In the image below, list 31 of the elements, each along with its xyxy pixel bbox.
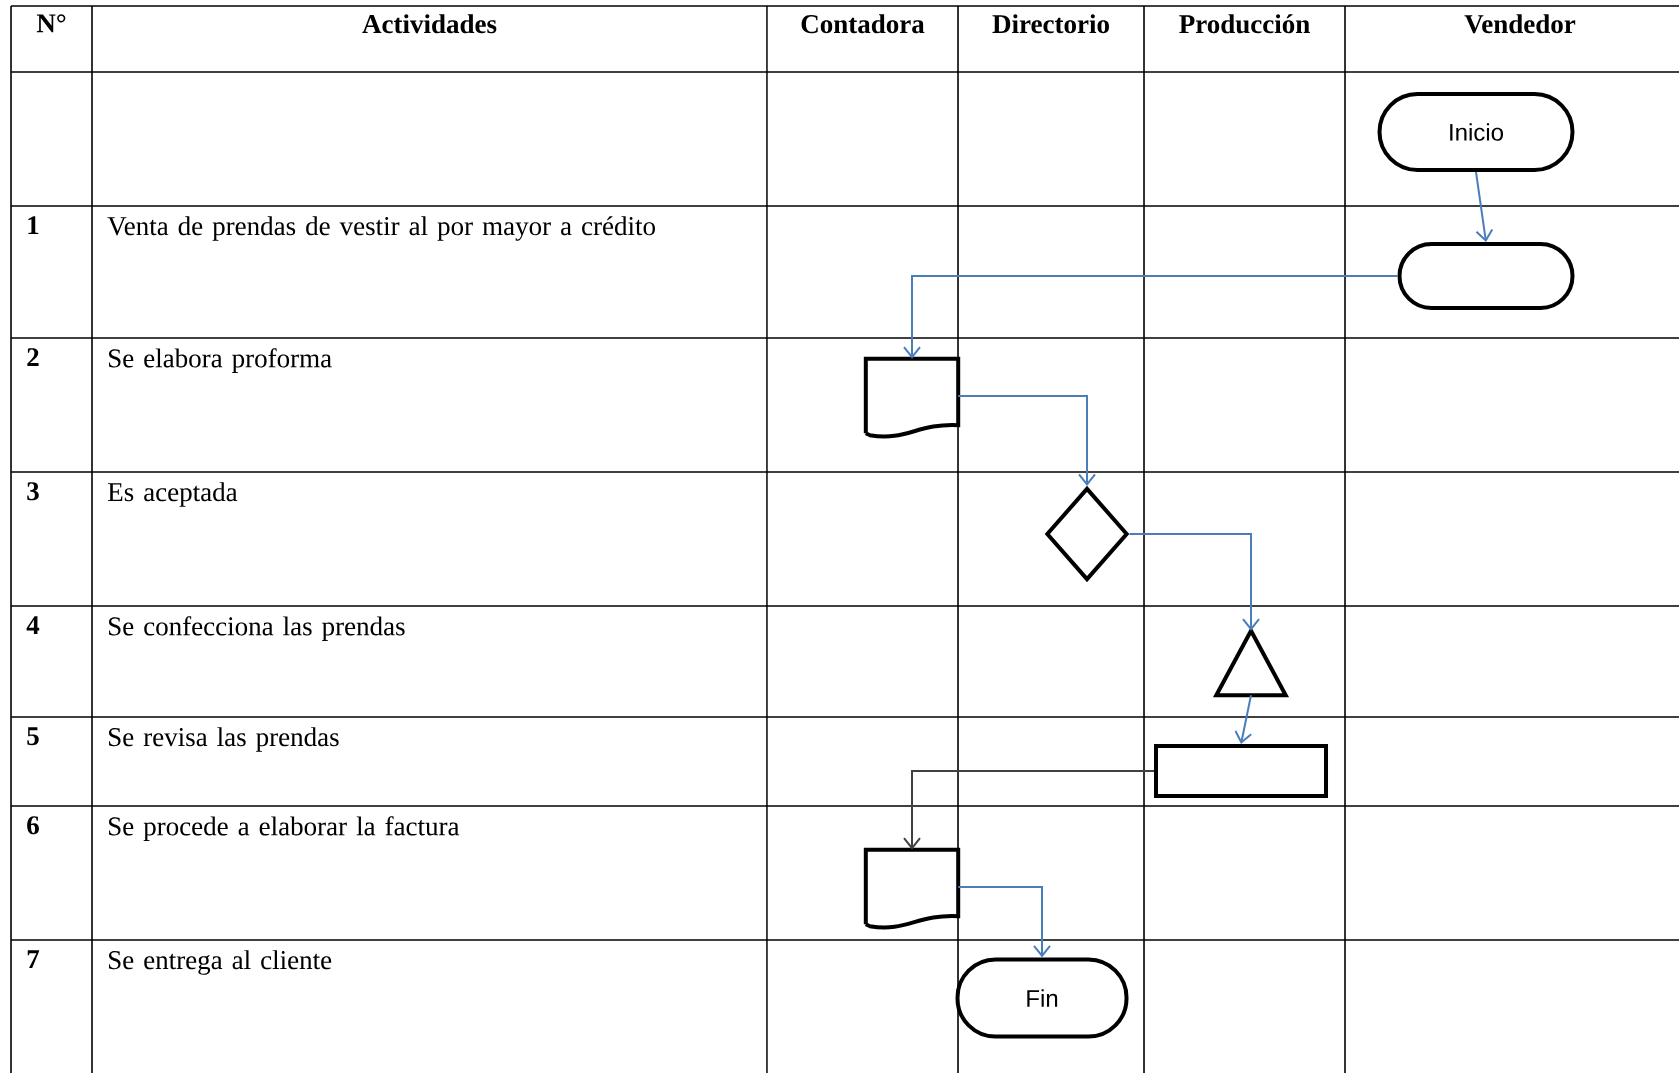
activity-text: Se procede a elaborar la factura <box>109 816 460 841</box>
column-header: N° <box>36 14 66 33</box>
arrow <box>903 275 1399 359</box>
document-shape <box>863 847 961 930</box>
activity-text: Es aceptada <box>108 482 238 507</box>
activity-text: Venta de prendas de vestir al por mayor a crédito <box>107 216 655 241</box>
row-number: 2 <box>27 348 39 367</box>
column-header: Producción <box>1179 14 1310 34</box>
row-number: 7 <box>27 950 40 968</box>
arrow <box>957 395 1096 486</box>
column-header: Contadora <box>801 14 925 34</box>
row-number: 5 <box>27 727 39 746</box>
column-header: Vendedor <box>1464 14 1576 34</box>
row-number: 6 <box>27 816 39 835</box>
activity-text: Se confecciona las prendas <box>109 616 405 641</box>
arrow <box>1475 171 1494 242</box>
column-header: Directorio <box>992 14 1109 34</box>
arrow <box>903 770 1155 850</box>
activity-text: Se elabora proforma <box>109 348 332 373</box>
arrow <box>1128 533 1260 631</box>
process-box <box>1154 744 1328 798</box>
arrow <box>957 886 1051 958</box>
activity-text: Se revisa las prendas <box>109 727 339 752</box>
column-header: Actividades <box>362 14 497 34</box>
row-number: 4 <box>26 616 40 634</box>
activity-text: Se entrega al cliente <box>109 950 332 975</box>
document-shape <box>863 356 961 439</box>
arrow <box>1234 694 1253 744</box>
row-number: 1 <box>28 216 39 234</box>
terminal-shape <box>1397 242 1575 310</box>
row-number: 3 <box>27 482 39 501</box>
